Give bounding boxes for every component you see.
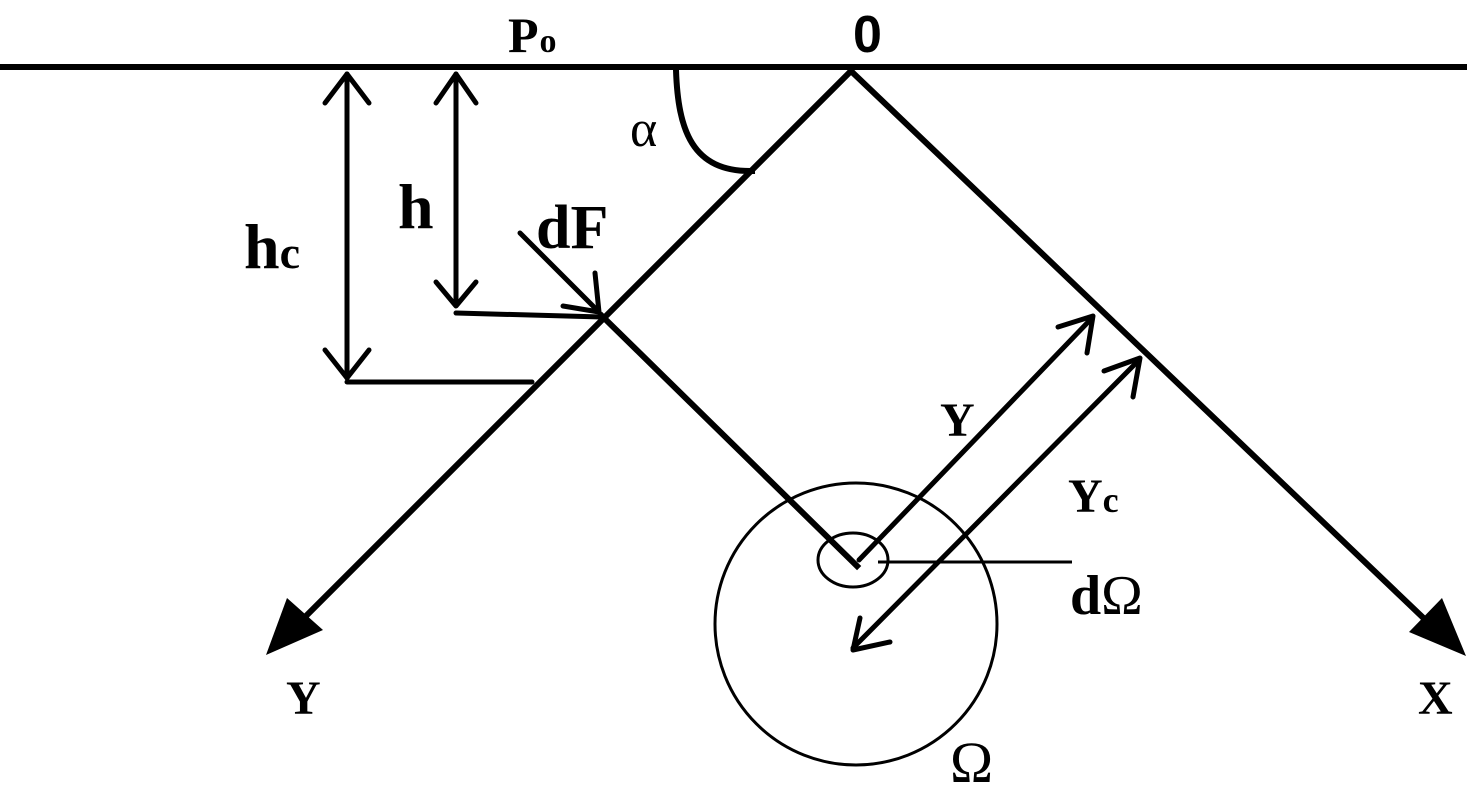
- y-axis-arrowhead: [266, 598, 323, 655]
- h-reference-line: [453, 310, 605, 320]
- hc-arrow-top: [322, 71, 372, 106]
- yc-distance-line: [850, 357, 1142, 651]
- label-yc: Yc: [1068, 470, 1119, 523]
- elemental-area-d-omega: [816, 531, 890, 589]
- h-arrow-top: [433, 71, 479, 106]
- label-y-distance: Y: [940, 394, 975, 447]
- yc-arrowhead-top: [1101, 355, 1143, 400]
- label-hc: hc: [244, 211, 300, 282]
- label-p0: Po: [508, 7, 557, 63]
- x-axis-arrowhead: [1409, 598, 1466, 656]
- label-omega: Ω: [950, 730, 993, 788]
- y-distance-line: [856, 315, 1095, 563]
- h-arrow-bottom: [433, 279, 479, 309]
- df-force-arrow-shaft: [517, 230, 602, 315]
- hc-arrow-bottom: [322, 347, 372, 381]
- label-alpha: α: [630, 101, 657, 158]
- df-force-arrowhead: [560, 270, 602, 315]
- label-df: dF: [536, 194, 608, 262]
- label-y-axis: Y: [286, 672, 321, 725]
- alpha-angle-arc: [672, 66, 756, 175]
- df-to-area-line: [597, 311, 862, 571]
- label-x-axis: X: [1418, 672, 1453, 725]
- y-axis-line: [291, 66, 856, 631]
- y-distance-arrowhead: [1055, 313, 1096, 356]
- label-d-omega: dΩ: [1070, 565, 1143, 627]
- area-omega-circle: [713, 481, 999, 767]
- label-h: h: [398, 171, 434, 242]
- yc-arrowhead-bottom: [850, 615, 893, 653]
- label-origin: 0: [853, 6, 882, 64]
- x-axis-line: [846, 66, 1441, 635]
